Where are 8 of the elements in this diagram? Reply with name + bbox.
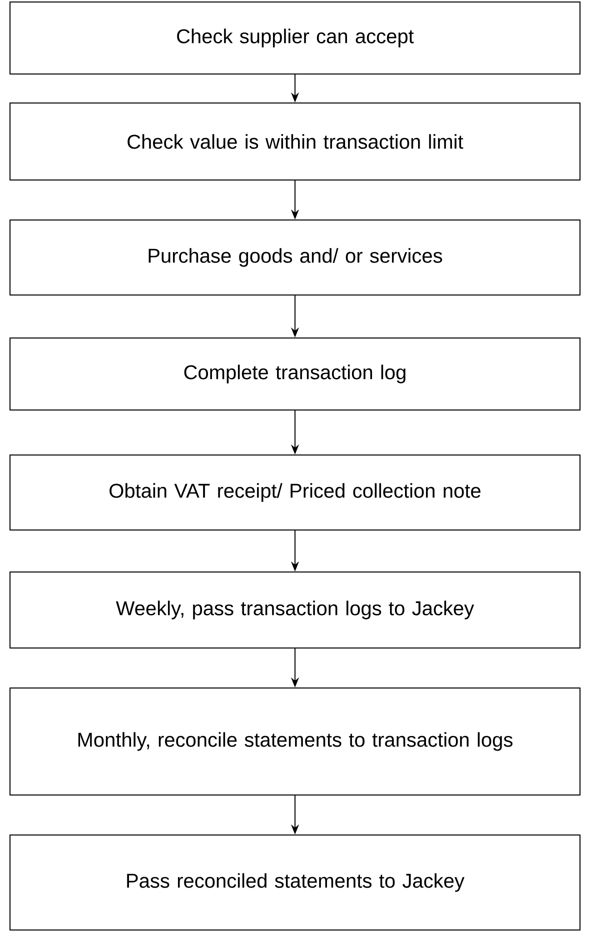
process-box: Check value is within transaction limit: [10, 102, 580, 180]
process-box: Obtain VAT receipt/ Priced collection note: [10, 454, 580, 530]
process-box: Complete transaction log: [10, 338, 580, 410]
process-box: Check supplier can accept: [10, 2, 580, 74]
process-box: Purchase goods and/ or services: [10, 220, 580, 296]
process-box: Monthly, reconcile statements to transaction logs: [10, 688, 580, 796]
process-box: Pass reconciled statements to Jackey: [10, 834, 580, 930]
process-box: Weekly, pass transaction logs to Jackey: [10, 572, 580, 648]
